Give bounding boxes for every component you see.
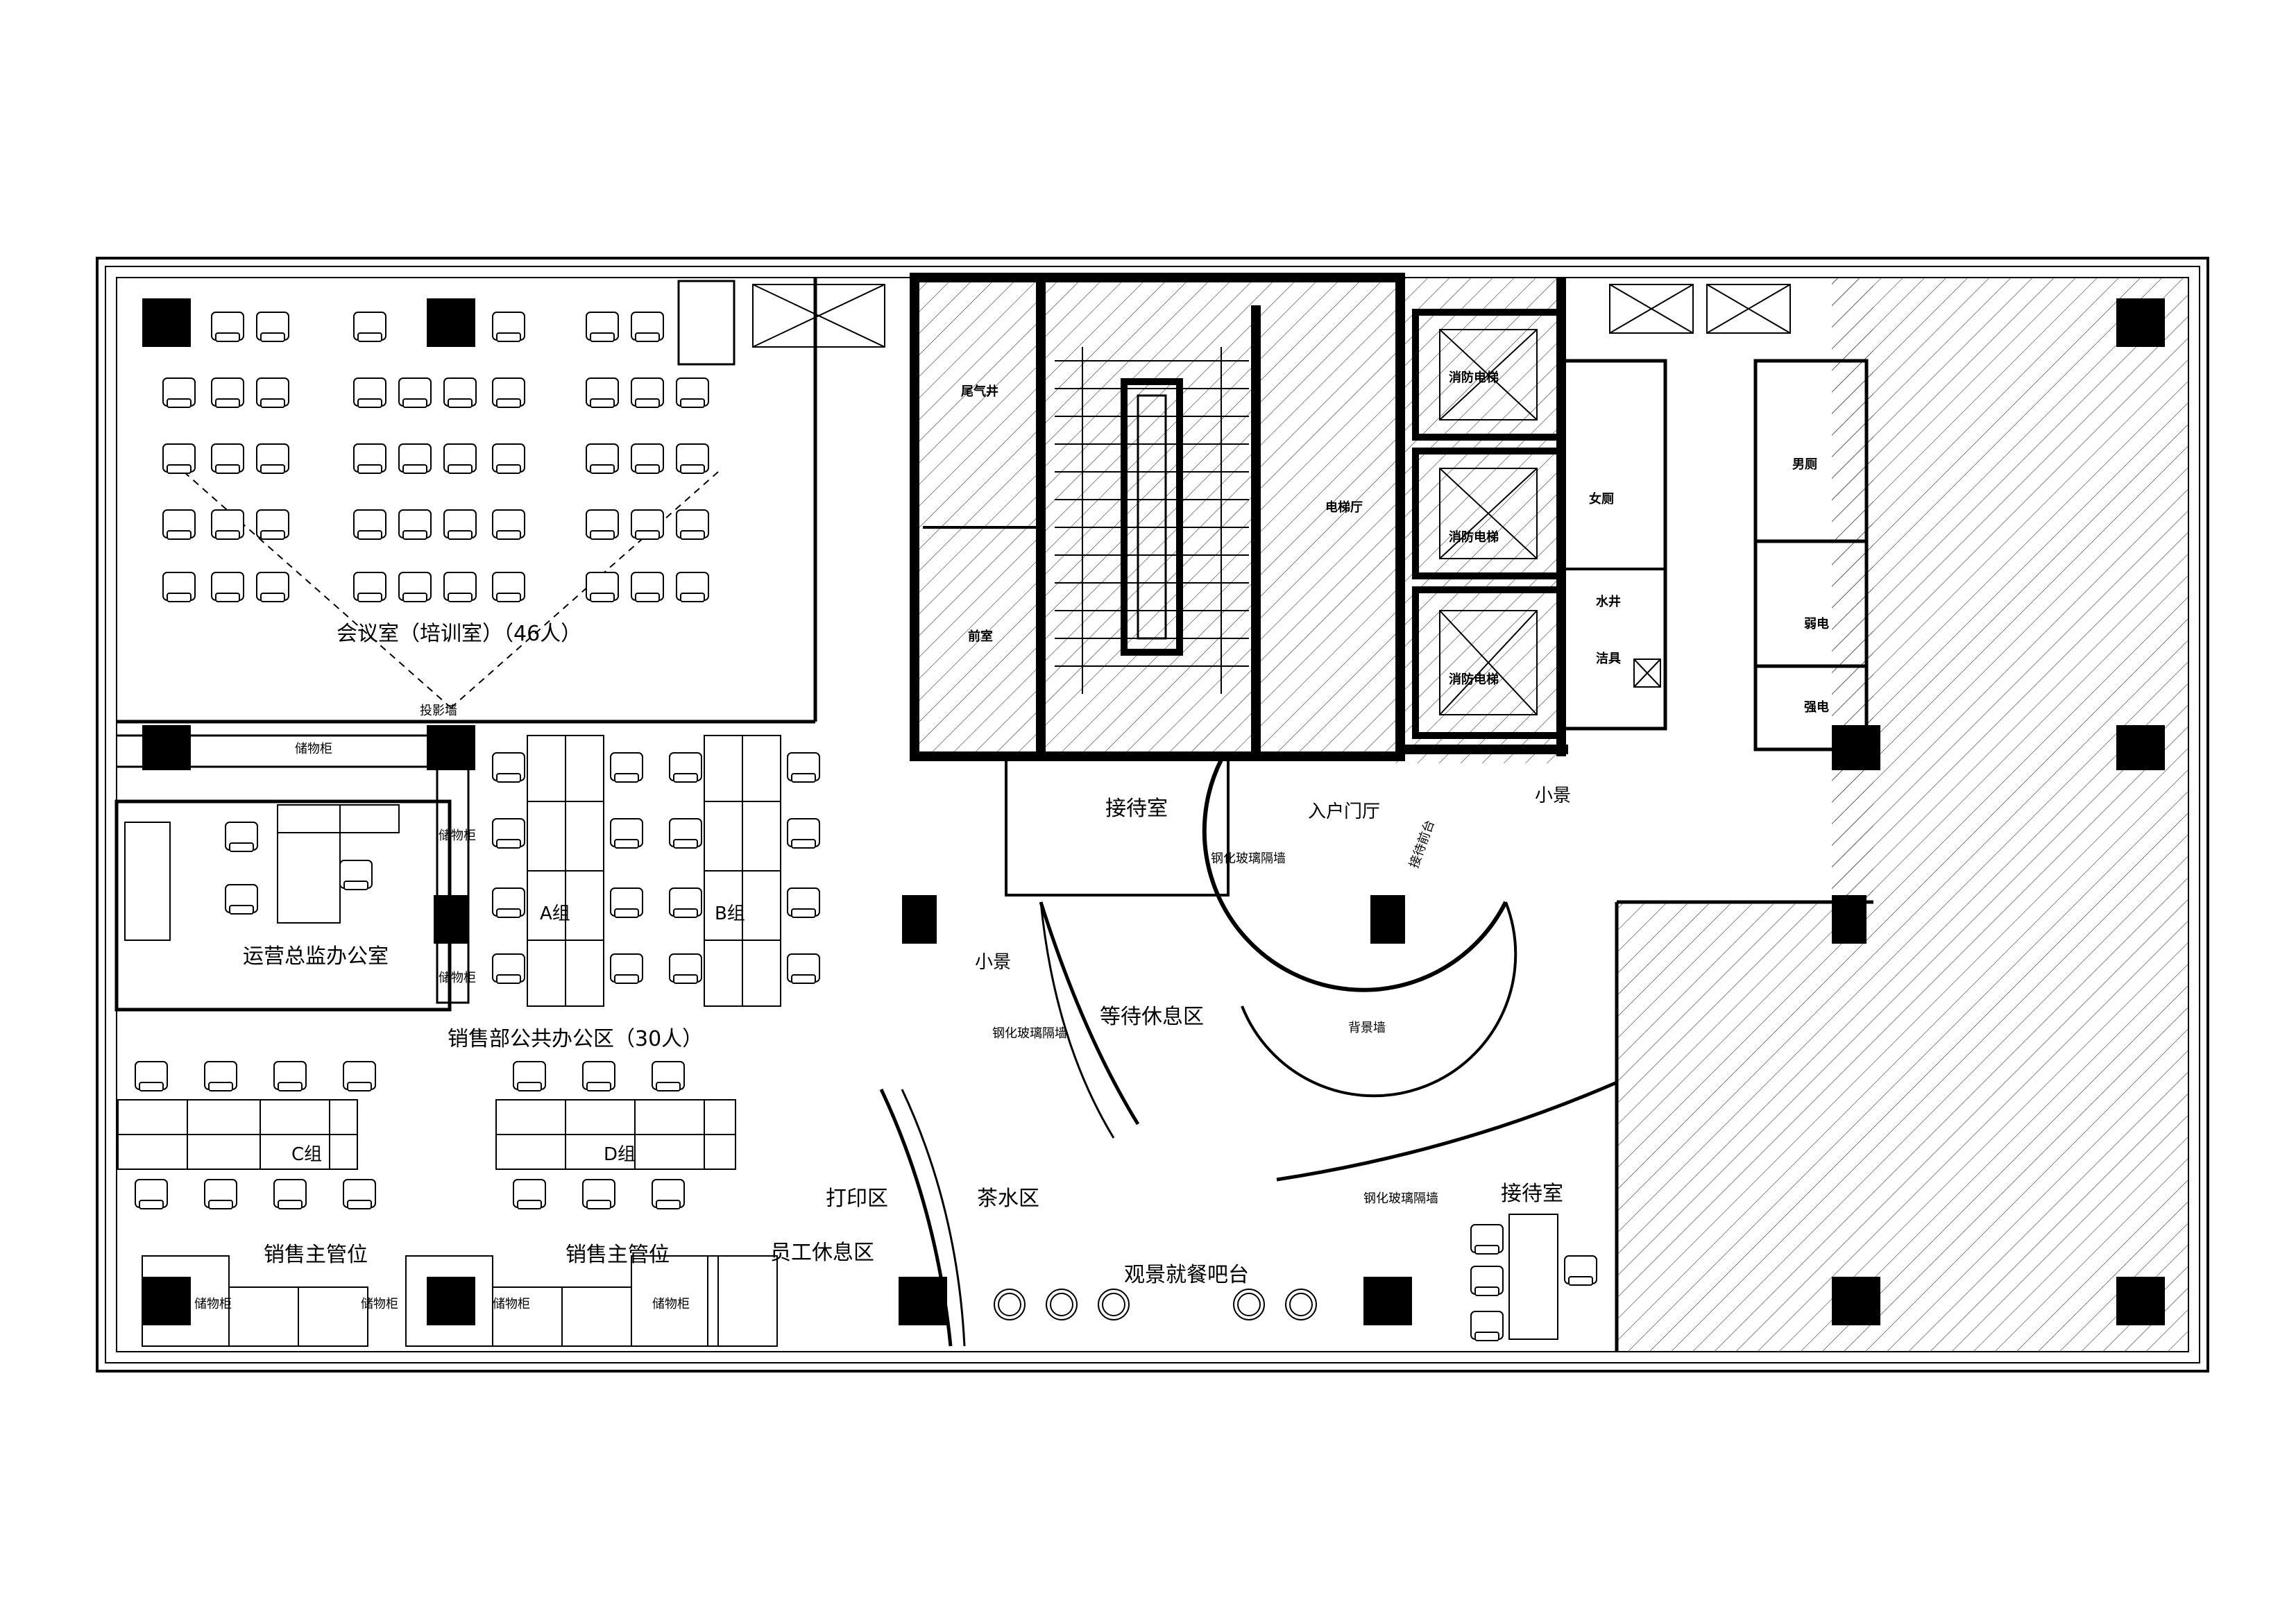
stair <box>1055 347 1249 694</box>
label-storage-b4: 储物柜 <box>652 1297 690 1311</box>
label-group-b: B组 <box>715 903 745 924</box>
label-storage-b1: 储物柜 <box>194 1297 232 1311</box>
label-landscape-1: 小景 <box>975 952 1011 973</box>
label-sales-office: 销售部公共办公区（30人） <box>448 1027 703 1051</box>
label-anteroom: 前室 <box>968 629 993 644</box>
label-reception-1: 接待室 <box>1105 797 1168 821</box>
label-tempered-glass-2: 钢化玻璃隔墙 <box>992 1026 1067 1041</box>
conference-room <box>117 278 817 724</box>
label-elevator-hall: 电梯厅 <box>1325 500 1363 515</box>
label-storage-top: 储物柜 <box>295 742 332 756</box>
reception2-furniture <box>1470 1214 1597 1341</box>
group-ab-chairs <box>492 752 820 984</box>
label-group-a: A组 <box>540 903 570 924</box>
label-waiting-area: 等待休息区 <box>1100 1005 1204 1029</box>
group-cd-desks <box>117 1099 736 1170</box>
label-storage-b3: 储物柜 <box>493 1297 530 1311</box>
label-print-area: 打印区 <box>826 1187 888 1211</box>
label-storage-left2: 储物柜 <box>439 971 476 985</box>
label-exhaust-shaft: 尾气井 <box>961 384 998 399</box>
room-labels: 会议室（培训室）（46人） 投影墙 储物柜 储物柜 储物柜 运营总监办公室 A组… <box>194 370 1829 1311</box>
label-fire-elevator-2: 消防电梯 <box>1449 529 1499 545</box>
label-storage-b2: 储物柜 <box>361 1297 398 1311</box>
label-landscape-2: 小景 <box>1535 785 1571 806</box>
label-staff-lounge: 员工休息区 <box>770 1241 874 1265</box>
label-projection-wall: 投影墙 <box>420 704 457 718</box>
entrance-curves <box>879 755 1873 1352</box>
structural-columns <box>142 298 2165 1325</box>
label-cleaning: 洁具 <box>1596 651 1621 666</box>
restroom-walls <box>1559 359 1869 751</box>
label-tempered-glass-1: 钢化玻璃隔墙 <box>1211 851 1286 866</box>
label-view-bar: 观景就餐吧台 <box>1124 1263 1249 1287</box>
group-ab-desks <box>527 735 781 1007</box>
label-strong-current: 强电 <box>1804 699 1829 715</box>
label-tea-area: 茶水区 <box>977 1187 1039 1211</box>
label-water-shaft: 水井 <box>1596 594 1621 609</box>
sales-manager-desks <box>142 1255 778 1347</box>
label-fire-elevator-1: 消防电梯 <box>1449 370 1499 385</box>
bar-stools <box>994 1289 1317 1320</box>
label-group-c: C组 <box>291 1144 322 1165</box>
elevator-marks <box>752 284 1791 715</box>
label-mens-wc: 男厕 <box>1792 457 1817 472</box>
label-background-wall: 背景墙 <box>1348 1021 1386 1035</box>
label-womens-wc: 女厕 <box>1589 491 1614 507</box>
conference-chairs <box>162 312 709 602</box>
label-group-d: D组 <box>604 1144 636 1165</box>
label-entrance-hall: 入户门厅 <box>1308 801 1380 822</box>
label-ops-office: 运营总监办公室 <box>243 944 389 969</box>
label-reception-2: 接待室 <box>1501 1182 1563 1206</box>
label-reception-desk: 接待前台 <box>1407 818 1438 870</box>
label-fire-elevator-3: 消防电梯 <box>1449 672 1499 687</box>
label-sales-manager-1: 销售主管位 <box>264 1243 368 1267</box>
label-tempered-glass-3: 钢化玻璃隔墙 <box>1363 1191 1438 1206</box>
hatched-core <box>915 278 2188 1352</box>
label-sales-manager-2: 销售主管位 <box>566 1243 670 1267</box>
label-storage-left: 储物柜 <box>439 829 476 843</box>
label-weak-current: 弱电 <box>1804 616 1829 631</box>
label-conference: 会议室（培训室）（46人） <box>337 622 581 646</box>
